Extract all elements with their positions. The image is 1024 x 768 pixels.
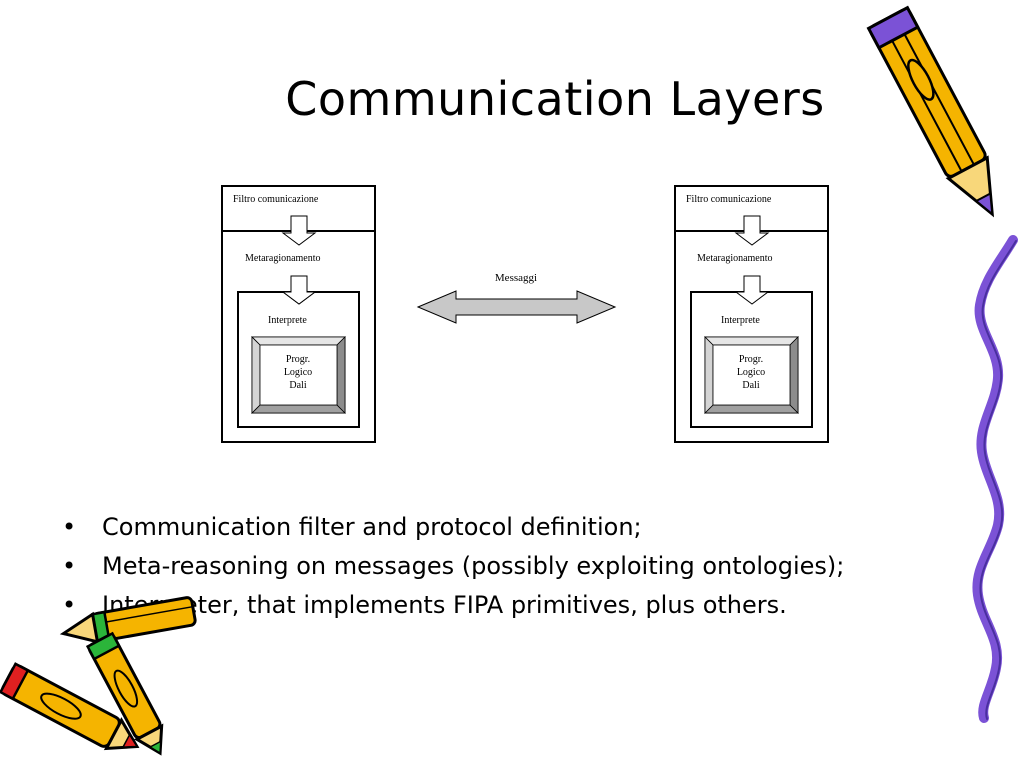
- bullet-item: • Meta-reasoning on messages (possibly ex…: [62, 547, 844, 586]
- down-arrow-icon: [281, 215, 317, 246]
- filter-label: Filtro comunicazione: [686, 194, 772, 205]
- interpreter-label: Interprete: [721, 315, 760, 326]
- bullet-list: • Communication filter and protocol defin…: [62, 508, 844, 625]
- program-line: Dali: [289, 380, 306, 391]
- program-box: [251, 336, 346, 414]
- down-arrow-icon: [734, 275, 770, 305]
- pencil-icon: [59, 596, 197, 644]
- message-label: Messaggi: [495, 272, 537, 284]
- bullet-text: Communication filter and protocol defini…: [102, 513, 642, 541]
- program-line: Logico: [737, 367, 765, 378]
- meta-label: Metaragionamento: [697, 253, 773, 264]
- bullet-item: • Communication filter and protocol defin…: [62, 508, 844, 547]
- bidirectional-arrow-icon: [416, 290, 617, 324]
- down-arrow-icon: [734, 215, 770, 246]
- slide-title: Communication Layers: [285, 72, 825, 126]
- program-line: Progr.: [739, 354, 763, 365]
- program-line: Logico: [284, 367, 312, 378]
- down-arrow-icon: [281, 275, 317, 305]
- bullet-marker: •: [62, 591, 77, 619]
- interpreter-label: Interprete: [268, 315, 307, 326]
- bullet-marker: •: [62, 552, 77, 580]
- pencil-icon: [85, 631, 164, 756]
- bullet-text: Meta-reasoning on messages (possibly exp…: [102, 552, 845, 580]
- pencil-icon: [0, 662, 140, 751]
- bullet-marker: •: [62, 513, 77, 541]
- program-line: Progr.: [286, 354, 310, 365]
- filter-label: Filtro comunicazione: [233, 194, 319, 205]
- bullet-text: Interpreter, that implements FIPA primit…: [102, 591, 787, 619]
- agent-left: Filtro comunicazione Metaragionamento In…: [221, 185, 376, 443]
- ribbon-decoration: [972, 235, 1018, 723]
- program-line: Dali: [742, 380, 759, 391]
- meta-label: Metaragionamento: [245, 253, 321, 264]
- pencil-icon: [866, 5, 995, 218]
- agent-right: Filtro comunicazione Metaragionamento In…: [674, 185, 829, 443]
- bullet-item: • Interpreter, that implements FIPA primi…: [62, 586, 844, 625]
- program-box: [704, 336, 799, 414]
